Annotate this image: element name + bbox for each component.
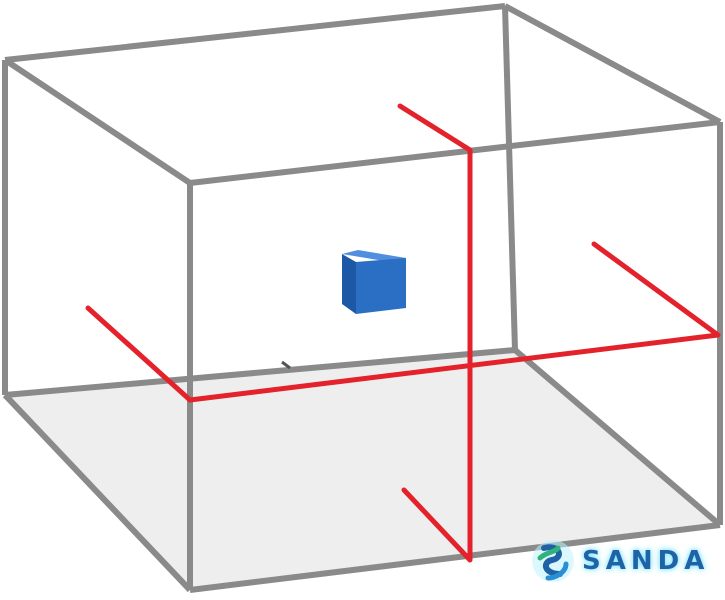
- cube-side-face: [342, 254, 356, 314]
- tripod-mark: [281, 360, 291, 370]
- back-right-edge: [502, 5, 518, 351]
- room-front-frame: [2, 3, 723, 593]
- back-bottom-edge: [4, 347, 516, 398]
- vertical-laser-line: [397, 103, 473, 563]
- front-top-edge: [189, 119, 721, 186]
- cube-front-face: [356, 258, 406, 314]
- bottom-right-depth-edge: [513, 347, 722, 528]
- horizontal-laser-line: [85, 241, 721, 403]
- laser-lines: [85, 103, 721, 563]
- brand-logo: SANDA: [530, 536, 720, 586]
- front-bottom-edge: [189, 522, 721, 593]
- bottom-left-depth-edge: [2, 392, 193, 593]
- room-floor: [5, 350, 720, 590]
- brand-name: SANDA: [582, 546, 710, 576]
- back-top-edge: [4, 3, 506, 63]
- cube-top-face: [342, 250, 406, 262]
- laser-level-cube: [342, 250, 406, 314]
- room-back-frame: [2, 3, 518, 398]
- sanda-swirl-logo-icon: [532, 540, 574, 582]
- top-right-depth-edge: [503, 3, 722, 125]
- top-left-depth-edge: [3, 57, 192, 186]
